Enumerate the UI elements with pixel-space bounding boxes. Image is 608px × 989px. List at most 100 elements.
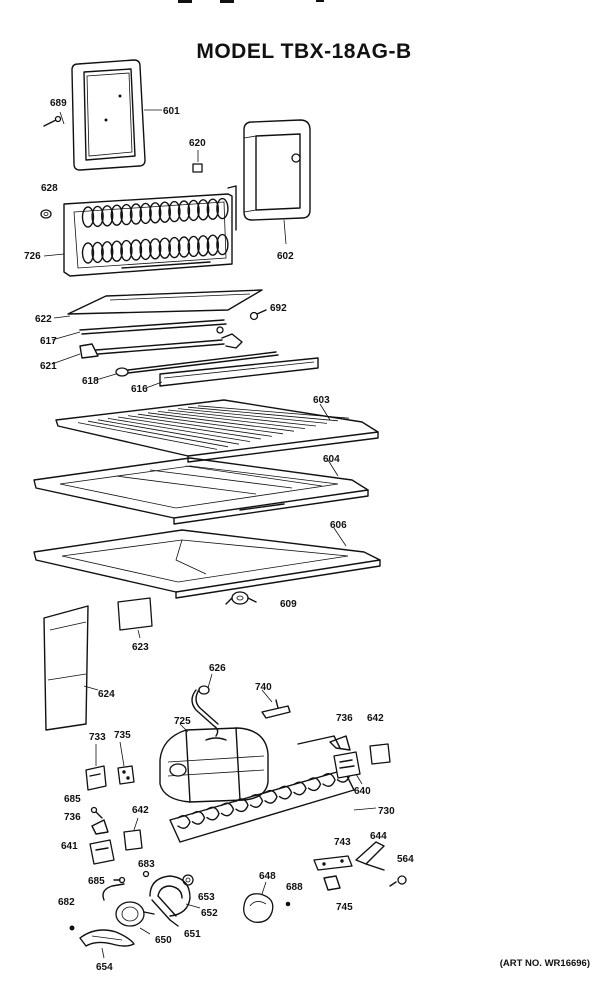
art-number: (ART NO. WR16696): [499, 958, 590, 969]
part-642-cap-upper: [369, 743, 391, 765]
label-618: 618: [82, 376, 99, 387]
label-683: 683: [138, 859, 155, 870]
condenser-coil-loop: [307, 777, 322, 792]
part-602-cover: [243, 119, 311, 221]
label-603: 603: [313, 395, 330, 406]
evaporator-coil-loop: [91, 241, 104, 264]
evaporator-coil-loop: [129, 239, 143, 261]
shelf-wire: [87, 420, 229, 448]
part-692-screw: [249, 309, 267, 321]
evaporator-coil-loop: [177, 200, 191, 222]
part-641-relay: [89, 839, 115, 865]
shelf-wire: [137, 413, 284, 435]
label-624: 624: [98, 689, 115, 700]
label-650: 650: [155, 935, 172, 946]
evaporator-coil-loop: [91, 205, 104, 228]
evaporator-coil-loop: [110, 204, 124, 226]
label-730: 730: [378, 806, 395, 817]
condenser-coil-loop: [264, 789, 278, 804]
part-618-control-rod: [115, 351, 279, 377]
evaporator-coil-loop: [206, 198, 220, 220]
part-725-compressor: [159, 727, 269, 803]
label-604: 604: [323, 454, 340, 465]
label-682: 682: [58, 897, 75, 908]
evaporator-coil-loop: [168, 200, 181, 223]
part-736-clip-upper: [329, 735, 351, 751]
condenser-coil-loop: [191, 810, 206, 825]
label-688: 688: [286, 882, 303, 893]
part-654-fan-blade: [79, 929, 135, 947]
label-736-upper: 736: [336, 713, 353, 724]
shelf-wire: [187, 406, 339, 422]
label-725: 725: [174, 716, 191, 727]
label-616: 616: [131, 384, 148, 395]
label-621: 621: [40, 361, 57, 372]
part-726-evaporator: [63, 185, 237, 277]
label-564: 564: [397, 854, 414, 865]
part-689-screw: [43, 115, 62, 127]
part-601-freezer-door: [71, 59, 146, 171]
part-624-panel: [43, 605, 89, 731]
evaporator-coil-loop: [110, 240, 124, 262]
evaporator-coil-loop: [187, 235, 200, 258]
part-685-screw-lower: [113, 876, 126, 884]
evaporator-coil-loop: [158, 201, 172, 223]
part-564-screw: [389, 875, 407, 887]
label-642-lower: 642: [132, 805, 149, 816]
part-603-wire-shelf: [55, 399, 379, 463]
label-745: 745: [336, 902, 353, 913]
evaporator-coil-loop: [129, 203, 143, 225]
label-609: 609: [280, 599, 297, 610]
shelf-wire: [77, 422, 218, 450]
label-652: 652: [201, 908, 218, 919]
label-685-lower: 685: [88, 876, 105, 887]
part-688-screw: [285, 901, 291, 907]
shelf-wire: [177, 408, 328, 424]
label-620: 620: [189, 138, 206, 149]
label-733: 733: [89, 732, 106, 743]
label-648: 648: [259, 871, 276, 882]
label-685-upper: 685: [64, 794, 81, 805]
shelf-wire: [97, 419, 240, 445]
condenser-coil-loop: [235, 798, 249, 813]
evaporator-coil-loop: [81, 206, 95, 228]
shelf-wire: [107, 418, 251, 442]
label-654: 654: [96, 962, 113, 973]
top-crop-marks: [178, 0, 324, 3]
condenser-coil-loop: [177, 815, 191, 829]
label-689: 689: [50, 98, 67, 109]
part-745-clip: [323, 875, 341, 891]
part-644-bracket: [355, 841, 385, 871]
part-628-grommet: [40, 209, 52, 219]
part-number-labels: 601 689 620 602 628 726 622 692 617 621 …: [24, 98, 414, 973]
label-622: 622: [35, 314, 52, 325]
shelf-wire: [117, 416, 262, 440]
evaporator-coil-loop: [120, 239, 133, 262]
evaporator-coil-loop: [100, 205, 114, 227]
evaporator-coil-loop: [196, 235, 210, 257]
label-735: 735: [114, 730, 131, 741]
condenser-coil-loop: [220, 802, 235, 817]
evaporator-coil-loop: [120, 203, 133, 226]
part-653-nut: [182, 874, 194, 886]
shelf-wire: [197, 405, 350, 419]
evaporator-coil-loop: [196, 199, 210, 221]
part-620-clip: [192, 163, 203, 173]
label-626: 626: [209, 663, 226, 674]
condenser-coil-loop: [278, 785, 293, 800]
condenser-coil-loop: [293, 781, 307, 796]
part-743-bracket: [313, 855, 353, 871]
evaporator-coil-loop: [148, 238, 162, 260]
part-604-crisper-shelf: [33, 457, 369, 525]
part-683-screw: [142, 870, 150, 878]
label-628: 628: [41, 183, 58, 194]
part-640-relay: [333, 751, 361, 779]
evaporator-coil-loop: [216, 197, 229, 220]
shelf-wire: [147, 412, 295, 432]
label-726: 726: [24, 251, 41, 262]
part-621-bracket: [79, 326, 243, 359]
evaporator-coil-loop: [158, 237, 172, 259]
part-651-bracket: [151, 895, 179, 927]
evaporator-coil-loop: [168, 236, 181, 259]
label-640: 640: [354, 786, 371, 797]
